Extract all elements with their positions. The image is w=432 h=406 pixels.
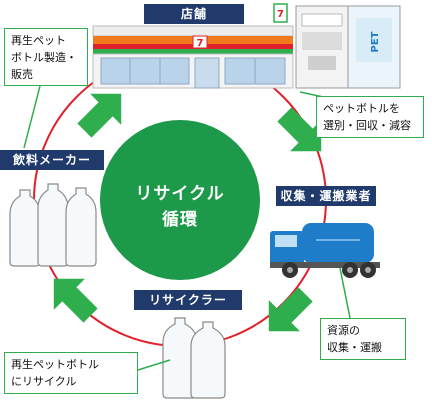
- callout-line: 収集・運搬: [327, 341, 382, 354]
- svg-text:7: 7: [277, 9, 284, 20]
- callout-line: 選別・回収・減容: [323, 119, 411, 132]
- pet-bottle-icon: [9, 183, 97, 267]
- store-label: 店舗: [144, 4, 244, 24]
- cycle-arrow: [53, 278, 98, 323]
- callout-connector: [339, 267, 351, 319]
- cycle-arrow: [277, 107, 322, 152]
- center-line-2: 循環: [162, 210, 198, 230]
- callout-line: 再生ペット: [11, 34, 66, 47]
- cycle-arrow: [268, 287, 313, 332]
- pet-bottle-icon: [162, 317, 226, 399]
- callout-line: ペットボトルを: [323, 102, 400, 115]
- callout-line: 再生ペットボトル: [11, 358, 99, 371]
- vending-machine-icon: 7 PET: [273, 3, 401, 89]
- callout-connector: [23, 85, 41, 149]
- callout-connector: [137, 359, 171, 371]
- beverage-maker-label: 飲料メーカー: [0, 150, 104, 170]
- convenience-store-icon: 7: [92, 25, 294, 89]
- center-line-1: リサイクル: [135, 184, 225, 204]
- callout-line: 販売: [11, 68, 33, 81]
- callout-maker-top: 再生ペット ボトル製造・ 販売: [4, 28, 88, 86]
- callout-line: 資源の: [327, 324, 360, 337]
- callout-line: にリサイクル: [11, 375, 77, 388]
- svg-text:7: 7: [197, 38, 204, 49]
- cycle-arrow: [77, 93, 122, 138]
- callout-recycler-left: 再生ペットボトル にリサイクル: [4, 352, 138, 394]
- callout-store-right: ペットボトルを 選別・回収・減容: [316, 96, 424, 138]
- callout-line: ボトル製造・: [11, 51, 77, 64]
- cycle-center-title: リサイクル 循環: [116, 181, 244, 233]
- center-circle: [100, 120, 260, 280]
- recycler-label: リサイクラー: [134, 290, 242, 310]
- svg-text:PET: PET: [370, 31, 381, 52]
- callout-collector-bottom: 資源の 収集・運搬: [320, 318, 406, 360]
- collection-truck-icon: [270, 223, 380, 278]
- collector-label: 収集・運搬業者: [276, 186, 376, 206]
